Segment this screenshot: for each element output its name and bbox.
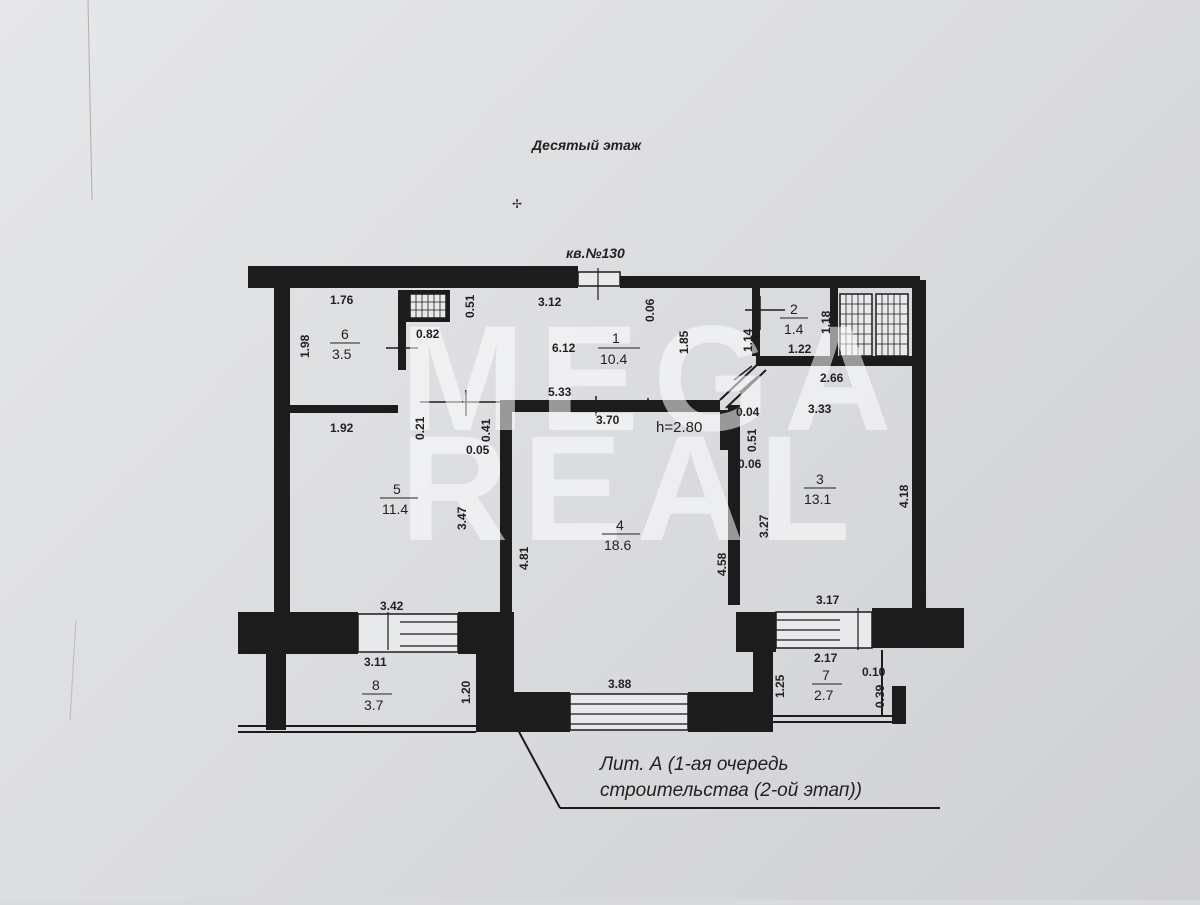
dim-1-25: 1.25 [773, 674, 787, 698]
wall-room7-left [753, 650, 773, 730]
diagonal-wall2 [725, 369, 767, 409]
room8-number: 8 [372, 677, 380, 693]
room5-area: 11.4 [382, 501, 408, 517]
wall-top-corner [248, 266, 276, 288]
caption-leader [517, 729, 561, 809]
dim-1-85: 1.85 [677, 330, 691, 354]
scan-artifact [69, 619, 77, 721]
caption-line2: строительства (2-ой этап)) [600, 780, 862, 801]
ceiling-height: h=2.80 [656, 419, 702, 436]
wall-corridor [500, 400, 720, 412]
dim-3-47: 3.47 [455, 506, 469, 530]
dim-1-18: 1.18 [819, 310, 833, 334]
dim-3-11: 3.11 [364, 655, 387, 669]
scan-artifact [87, 0, 93, 201]
shaft-grid [410, 294, 908, 356]
wall-bottom-a [510, 692, 570, 732]
room4-number: 4 [616, 517, 624, 533]
dim-0-05: 0.05 [466, 443, 490, 457]
watermark-line2: REAL [400, 404, 864, 572]
dim-0-51: 0.51 [463, 294, 477, 318]
dim-0-82: 0.82 [416, 327, 440, 341]
dim-3-70: 3.70 [596, 413, 620, 427]
outlines [238, 361, 940, 809]
dimension-labels: 1.76 0.51 3.12 0.06 0.82 1.98 6.12 1.85 … [298, 293, 911, 708]
apartment-label: кв.№130 [566, 245, 625, 261]
wall-room2-right [830, 288, 838, 358]
wall-right [912, 280, 926, 610]
dim-2-66: 2.66 [820, 371, 844, 385]
wall-room6-bottom [290, 405, 398, 413]
room1-number: 1 [612, 330, 620, 346]
dim-1-20: 1.20 [459, 680, 473, 704]
dim-0-39: 0.39 [873, 684, 887, 708]
dim-3-88: 3.88 [608, 677, 632, 691]
wall-room8-left [266, 640, 286, 730]
dim-4-18: 4.18 [897, 484, 911, 508]
dim-3-12: 3.12 [538, 295, 562, 309]
room8-area: 3.7 [364, 697, 384, 713]
dim-3-17: 3.17 [816, 593, 840, 607]
dim-3-33: 3.33 [808, 402, 832, 416]
dim-0-10: 0.10 [862, 665, 886, 679]
wall-left [274, 280, 290, 620]
wall-room2-left [752, 288, 760, 356]
room-labels: 1 10.4 2 1.4 3 13.1 4 18.6 5 11.4 6 3.5 … [330, 301, 842, 713]
wall-room4-right [728, 405, 740, 605]
room2-area: 1.4 [784, 321, 804, 337]
dim-6-12: 6.12 [552, 341, 576, 355]
door-marks [386, 296, 785, 416]
dim-3-27: 3.27 [757, 514, 771, 538]
room3-number: 3 [816, 471, 824, 487]
room7-area: 2.7 [814, 687, 834, 703]
window-mullions [387, 268, 859, 725]
dim-5-33: 5.33 [548, 385, 572, 399]
diagonal-wall [719, 361, 761, 401]
room6-area: 3.5 [332, 346, 352, 362]
dim-3-42: 3.42 [380, 599, 404, 613]
room5-number: 5 [393, 481, 401, 497]
room3-area: 13.1 [804, 491, 831, 507]
wall-room8-right [476, 612, 514, 732]
dim-0-21: 0.21 [413, 416, 427, 440]
dim-1-14: 1.14 [741, 328, 755, 352]
wall-top-left [248, 266, 578, 288]
caption-line1: Лит. А (1-ая очередь [598, 754, 788, 775]
dim-0-06: 0.06 [643, 298, 657, 322]
room1-area: 10.4 [600, 351, 627, 367]
watermark-line1: MEGA [400, 294, 906, 462]
wall-lower-right [736, 612, 776, 652]
room2-number: 2 [790, 301, 798, 317]
dim-1-76: 1.76 [330, 293, 354, 307]
floor-title: Десятый этаж [531, 137, 642, 153]
dim-2-17: 2.17 [814, 651, 838, 665]
wall-room4-notch [720, 410, 738, 450]
room7-number: 7 [822, 667, 830, 683]
dim-0-04: 0.04 [736, 405, 760, 419]
dim-0-06b: 0.06 [738, 457, 762, 471]
window-top [577, 271, 621, 287]
dim-1-92: 1.92 [330, 421, 354, 435]
wall-lower-right-end [872, 608, 964, 648]
dim-0-41: 0.41 [479, 418, 493, 442]
dim-4-58: 4.58 [715, 552, 729, 576]
wall-top-right [620, 276, 920, 288]
dim-1-22: 1.22 [788, 342, 812, 356]
room4-area: 18.6 [604, 537, 631, 553]
room6-number: 6 [341, 326, 349, 342]
wall-lower-left [238, 612, 358, 654]
dim-0-51b: 0.51 [745, 428, 759, 452]
stray-mark-icon: ✢ [512, 197, 522, 211]
dim-1-98: 1.98 [298, 334, 312, 358]
dim-4-81: 4.81 [517, 546, 531, 570]
wall-room6-right [398, 290, 406, 370]
wall-room7-right [892, 686, 906, 724]
wall-room3-top [756, 356, 912, 366]
